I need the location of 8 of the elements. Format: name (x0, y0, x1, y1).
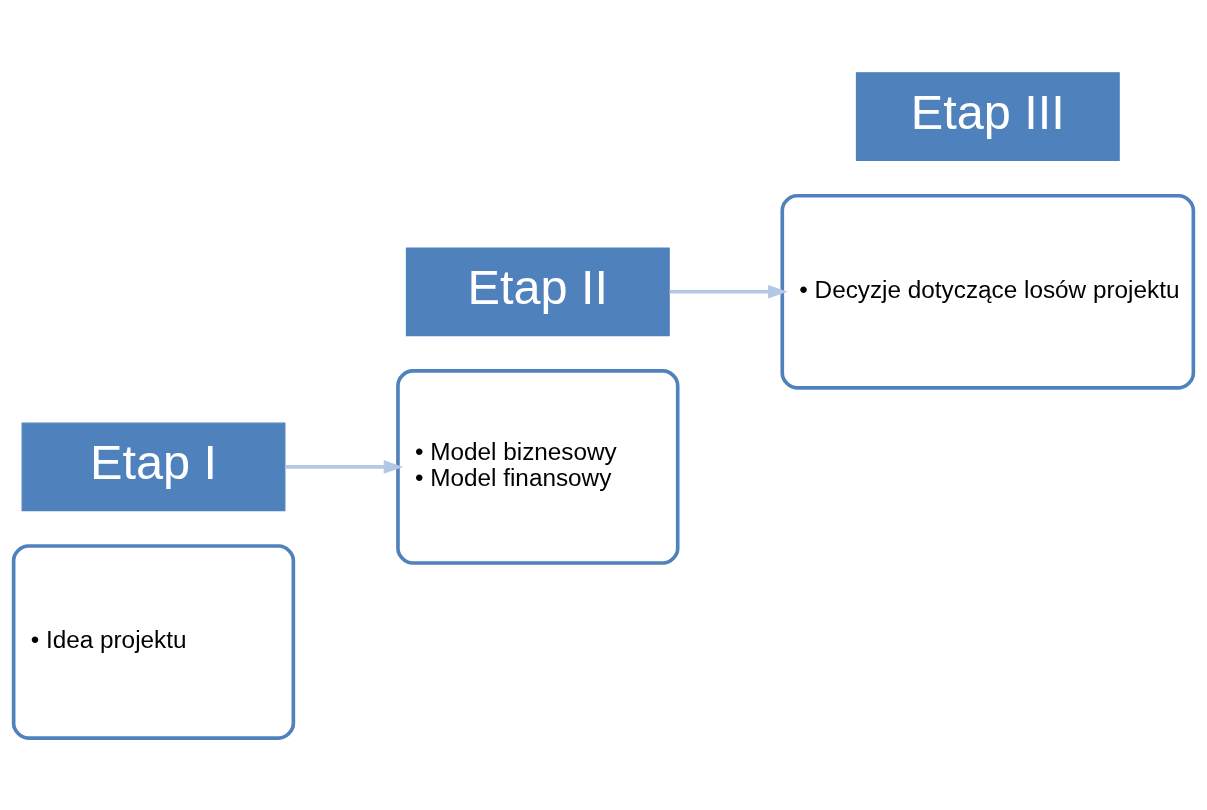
node-box: • Decyzje dotyczące losów projektu (780, 193, 1196, 390)
node-box: Etap II (405, 246, 670, 336)
node-box: Etap I (21, 422, 286, 511)
node-box: • Model biznesowy • Model finansowy (396, 368, 680, 565)
node-box: • Idea projektu (11, 543, 296, 740)
arrow (669, 284, 788, 299)
arrow (285, 459, 404, 474)
node-box: Etap III (855, 71, 1120, 161)
